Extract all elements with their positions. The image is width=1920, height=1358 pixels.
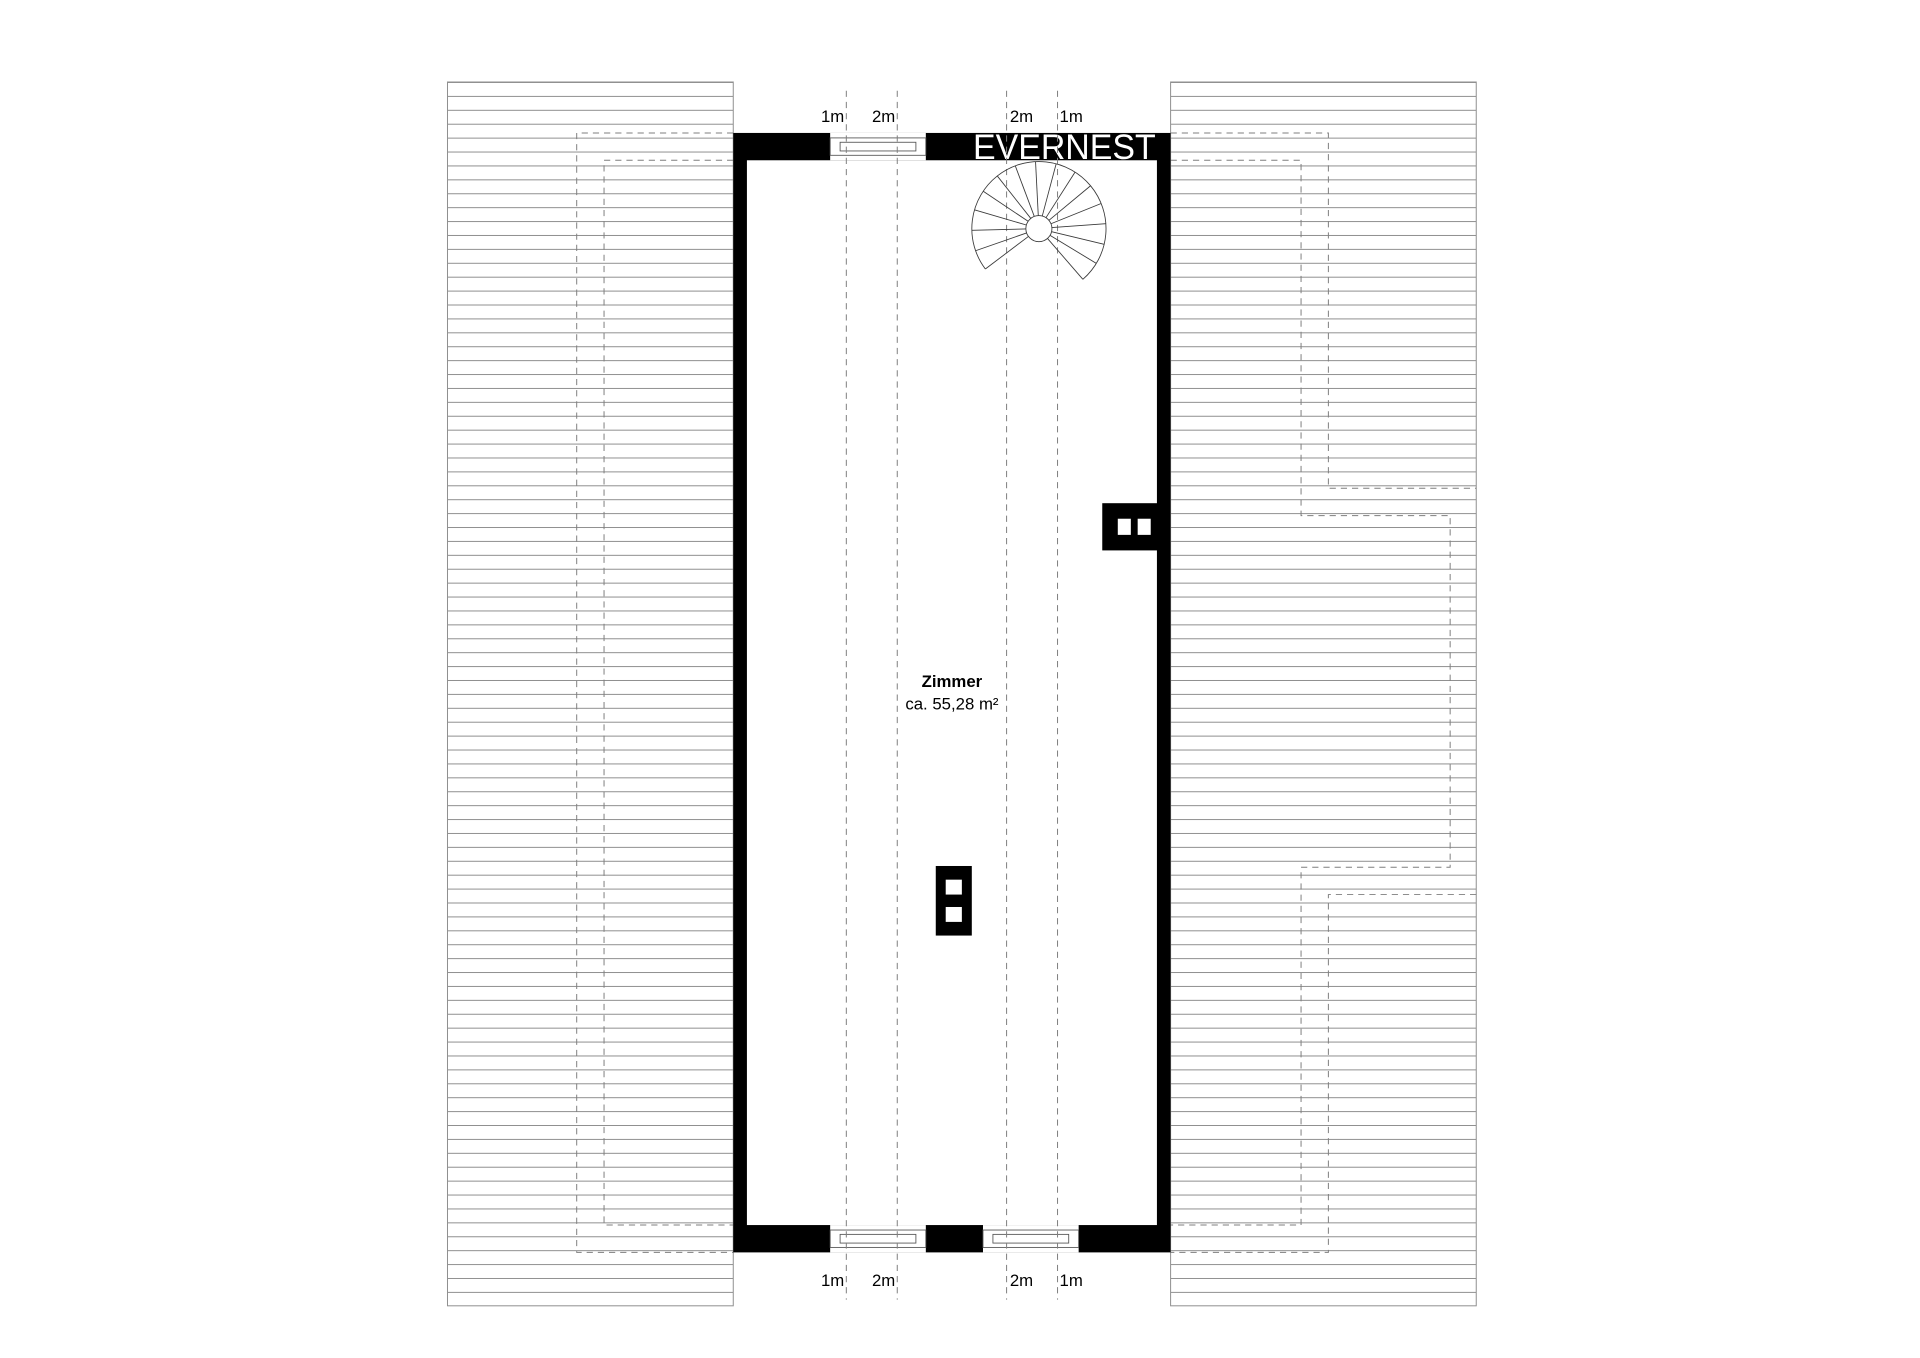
window-icon <box>830 132 926 161</box>
roof-right-inner-dashed-line <box>1170 159 1451 1226</box>
stair-tread <box>1045 171 1076 218</box>
stair-tread <box>1035 161 1039 216</box>
dim-label: 2m <box>872 1271 895 1290</box>
roof-left-outer-dashed-line <box>576 132 734 1253</box>
window-frame <box>829 1229 927 1248</box>
dim-label: 2m <box>1010 1271 1033 1290</box>
room-walls <box>733 132 1171 1253</box>
stair-tread <box>1041 163 1057 217</box>
stair-tread <box>996 175 1032 219</box>
room-label: Zimmer ca. 55,28 m² <box>905 672 999 713</box>
roof-right-outer-dashed-line-upper <box>1170 132 1477 489</box>
stair-tread <box>1049 234 1097 264</box>
chimney-flue <box>945 906 962 922</box>
stair-tread <box>1050 203 1102 225</box>
window-icon <box>830 1225 926 1253</box>
stair-tread <box>1047 238 1084 280</box>
dim-label: 2m <box>872 107 895 126</box>
chimney-flue <box>945 879 962 895</box>
dim-label: 2m <box>1010 107 1033 126</box>
stair-tread <box>971 228 1026 231</box>
window-top <box>829 132 927 161</box>
window-frame <box>829 137 927 156</box>
height-lines <box>845 90 1059 1300</box>
stair-tread <box>1014 165 1035 217</box>
roof-right-outer-dashed-line-lower <box>1170 894 1477 1253</box>
dimension-labels-top: 1m 2m 2m 1m <box>821 107 1083 126</box>
stair-tread <box>982 190 1029 222</box>
stair-tread <box>1051 223 1106 229</box>
roof-right <box>1170 81 1477 1307</box>
stair-tread <box>985 236 1029 270</box>
dim-label: 1m <box>821 1271 844 1290</box>
chimney-center-body <box>935 865 972 936</box>
room-area: ca. 55,28 m² <box>905 694 999 713</box>
watermark-logo: EVERNEST <box>973 129 1156 167</box>
roof-right-hatching <box>1170 82 1477 1306</box>
window-bottom-right <box>982 1225 1080 1253</box>
room-name: Zimmer <box>922 672 983 691</box>
window-sash <box>839 1233 917 1244</box>
roof-left-hatching <box>447 82 734 1306</box>
chimney-icon <box>935 865 972 936</box>
stair-newel <box>1025 215 1053 243</box>
stair-tread <box>974 209 1027 226</box>
stair-tread <box>1048 185 1091 221</box>
stair-tread <box>975 232 1027 252</box>
stair-outer-arc <box>971 161 1107 280</box>
window-frame <box>982 1229 1080 1248</box>
chimney-flue <box>1117 518 1131 535</box>
dim-label: 1m <box>1060 1271 1083 1290</box>
dim-label: 1m <box>821 107 844 126</box>
window-bottom-left <box>829 1225 927 1253</box>
stair-tread <box>1051 231 1105 245</box>
chimney-flue <box>1137 518 1151 535</box>
spiral-staircase-icon <box>971 161 1107 280</box>
window-icon <box>982 1225 1079 1253</box>
room-floor <box>746 160 1157 1226</box>
dimension-labels-bottom: 1m 2m 2m 1m <box>821 1271 1083 1290</box>
chimney-icon <box>1102 503 1162 551</box>
chimney-right-body <box>1102 503 1162 551</box>
window-sash <box>839 141 917 152</box>
dim-label: 1m <box>1060 107 1083 126</box>
roof-left-inner-dashed-line <box>603 159 734 1226</box>
roof-left <box>446 81 734 1307</box>
window-sash <box>992 1233 1070 1244</box>
